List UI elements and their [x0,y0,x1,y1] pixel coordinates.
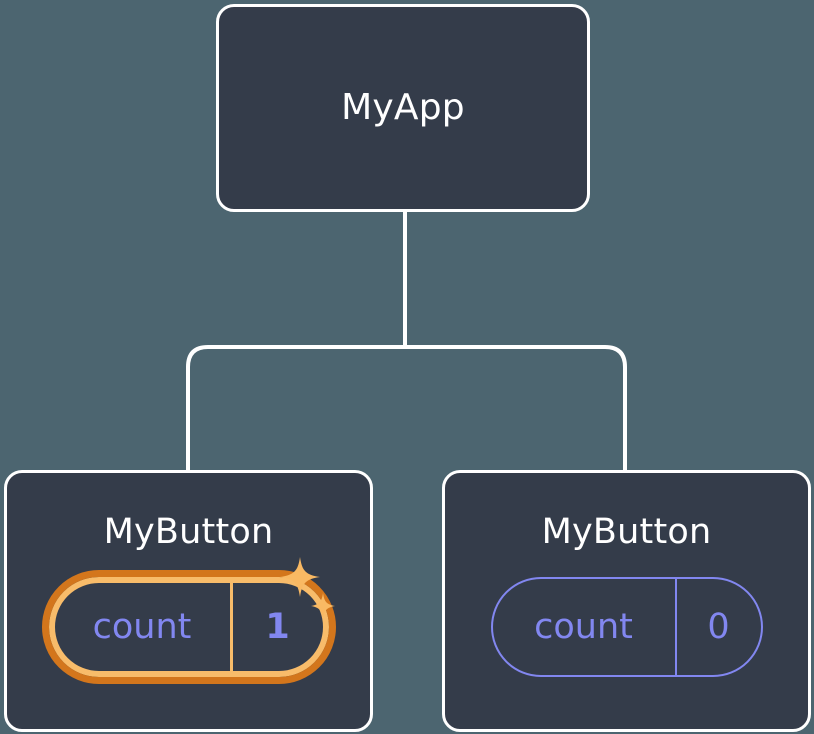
state-pill[interactable]: count 0 [490,577,763,677]
state-value-label: 1 [265,606,290,647]
component-node-title: MyButton [103,512,274,552]
component-node-mybutton-left[interactable]: MyButton count 1 [4,470,373,732]
component-node-title: MyApp [341,87,465,128]
state-pill-container: count 1 [7,557,370,684]
connector-branch-bar [186,345,627,470]
state-pill-container: count 0 [445,577,808,677]
component-node-mybutton-right[interactable]: MyButton count 0 [442,470,811,732]
state-pill-divider [674,579,677,675]
state-pill-divider [229,583,233,671]
state-value-label: 0 [707,606,730,647]
state-key-label: count [534,606,633,647]
component-node-title: MyButton [541,512,712,552]
component-node-myapp[interactable]: MyApp [216,4,590,212]
state-key-label: count [92,606,192,647]
state-pill-highlighted[interactable]: count 1 [41,570,336,684]
